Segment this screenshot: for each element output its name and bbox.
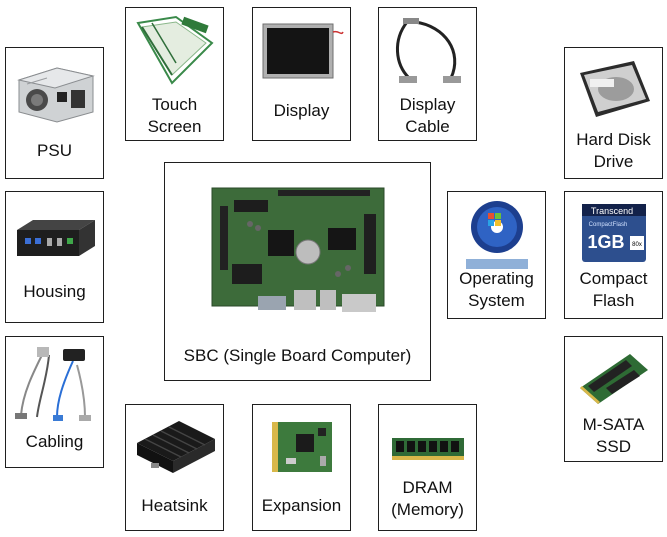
heatsink-icon [126, 411, 223, 481]
compact-flash-label: Compact Flash [579, 269, 648, 310]
windows-disc-icon [448, 198, 545, 274]
expansion-card: Expansion [252, 404, 351, 531]
memory-module-icon [379, 421, 476, 477]
motherboard-icon [165, 177, 430, 327]
dram-card: DRAM (Memory) [378, 404, 477, 531]
os-card: Operating System [447, 191, 546, 319]
svg-text:CompactFlash: CompactFlash [588, 222, 627, 228]
display-cable-label: Display Cable [399, 95, 456, 136]
expansion-label: Expansion [261, 496, 342, 515]
heatsink-card: Heatsink [125, 404, 224, 531]
power-supply-icon [6, 58, 103, 128]
display-cable-card: Display Cable [378, 7, 477, 141]
os-label: Operating System [459, 269, 534, 310]
cable-bundle-icon [6, 343, 103, 423]
svg-text:1GB: 1GB [587, 232, 624, 252]
hard-disk-icon [565, 54, 662, 124]
msata-label: M-SATA SSD [582, 415, 645, 456]
svg-text:80x: 80x [632, 242, 642, 248]
housing-card: Housing [5, 191, 104, 323]
heatsink-label: Heatsink [141, 496, 208, 515]
sbc-card: SBC (Single Board Computer) [164, 162, 431, 381]
psu-card: PSU [5, 47, 104, 179]
msata-ssd-icon [565, 345, 662, 411]
cabling-label: Cabling [25, 432, 84, 451]
touch-panel-icon [126, 12, 223, 90]
touch-screen-card: Touch Screen [125, 7, 224, 141]
hard-disk-label: Hard Disk Drive [576, 130, 651, 171]
minipcie-card-icon [253, 413, 350, 481]
svg-text:Transcend: Transcend [590, 206, 632, 216]
msata-card: M-SATA SSD [564, 336, 663, 462]
cabling-card: Cabling [5, 336, 104, 468]
enclosure-icon [6, 208, 103, 268]
housing-label: Housing [23, 282, 86, 301]
psu-label: PSU [37, 141, 72, 160]
sbc-label: SBC (Single Board Computer) [183, 346, 412, 365]
lcd-panel-icon [253, 16, 350, 84]
hard-disk-card: Hard Disk Drive [564, 47, 663, 179]
touch-screen-label: Touch Screen [147, 95, 202, 136]
display-card: Display [252, 7, 351, 141]
lvds-cable-icon [379, 14, 476, 90]
compact-flash-card-icon: Transcend CompactFlash 1GB 80x [565, 200, 662, 266]
compact-flash-card: Transcend CompactFlash 1GB 80x Compact F… [564, 191, 663, 319]
dram-label: DRAM (Memory) [391, 478, 464, 519]
display-label: Display [273, 101, 330, 120]
